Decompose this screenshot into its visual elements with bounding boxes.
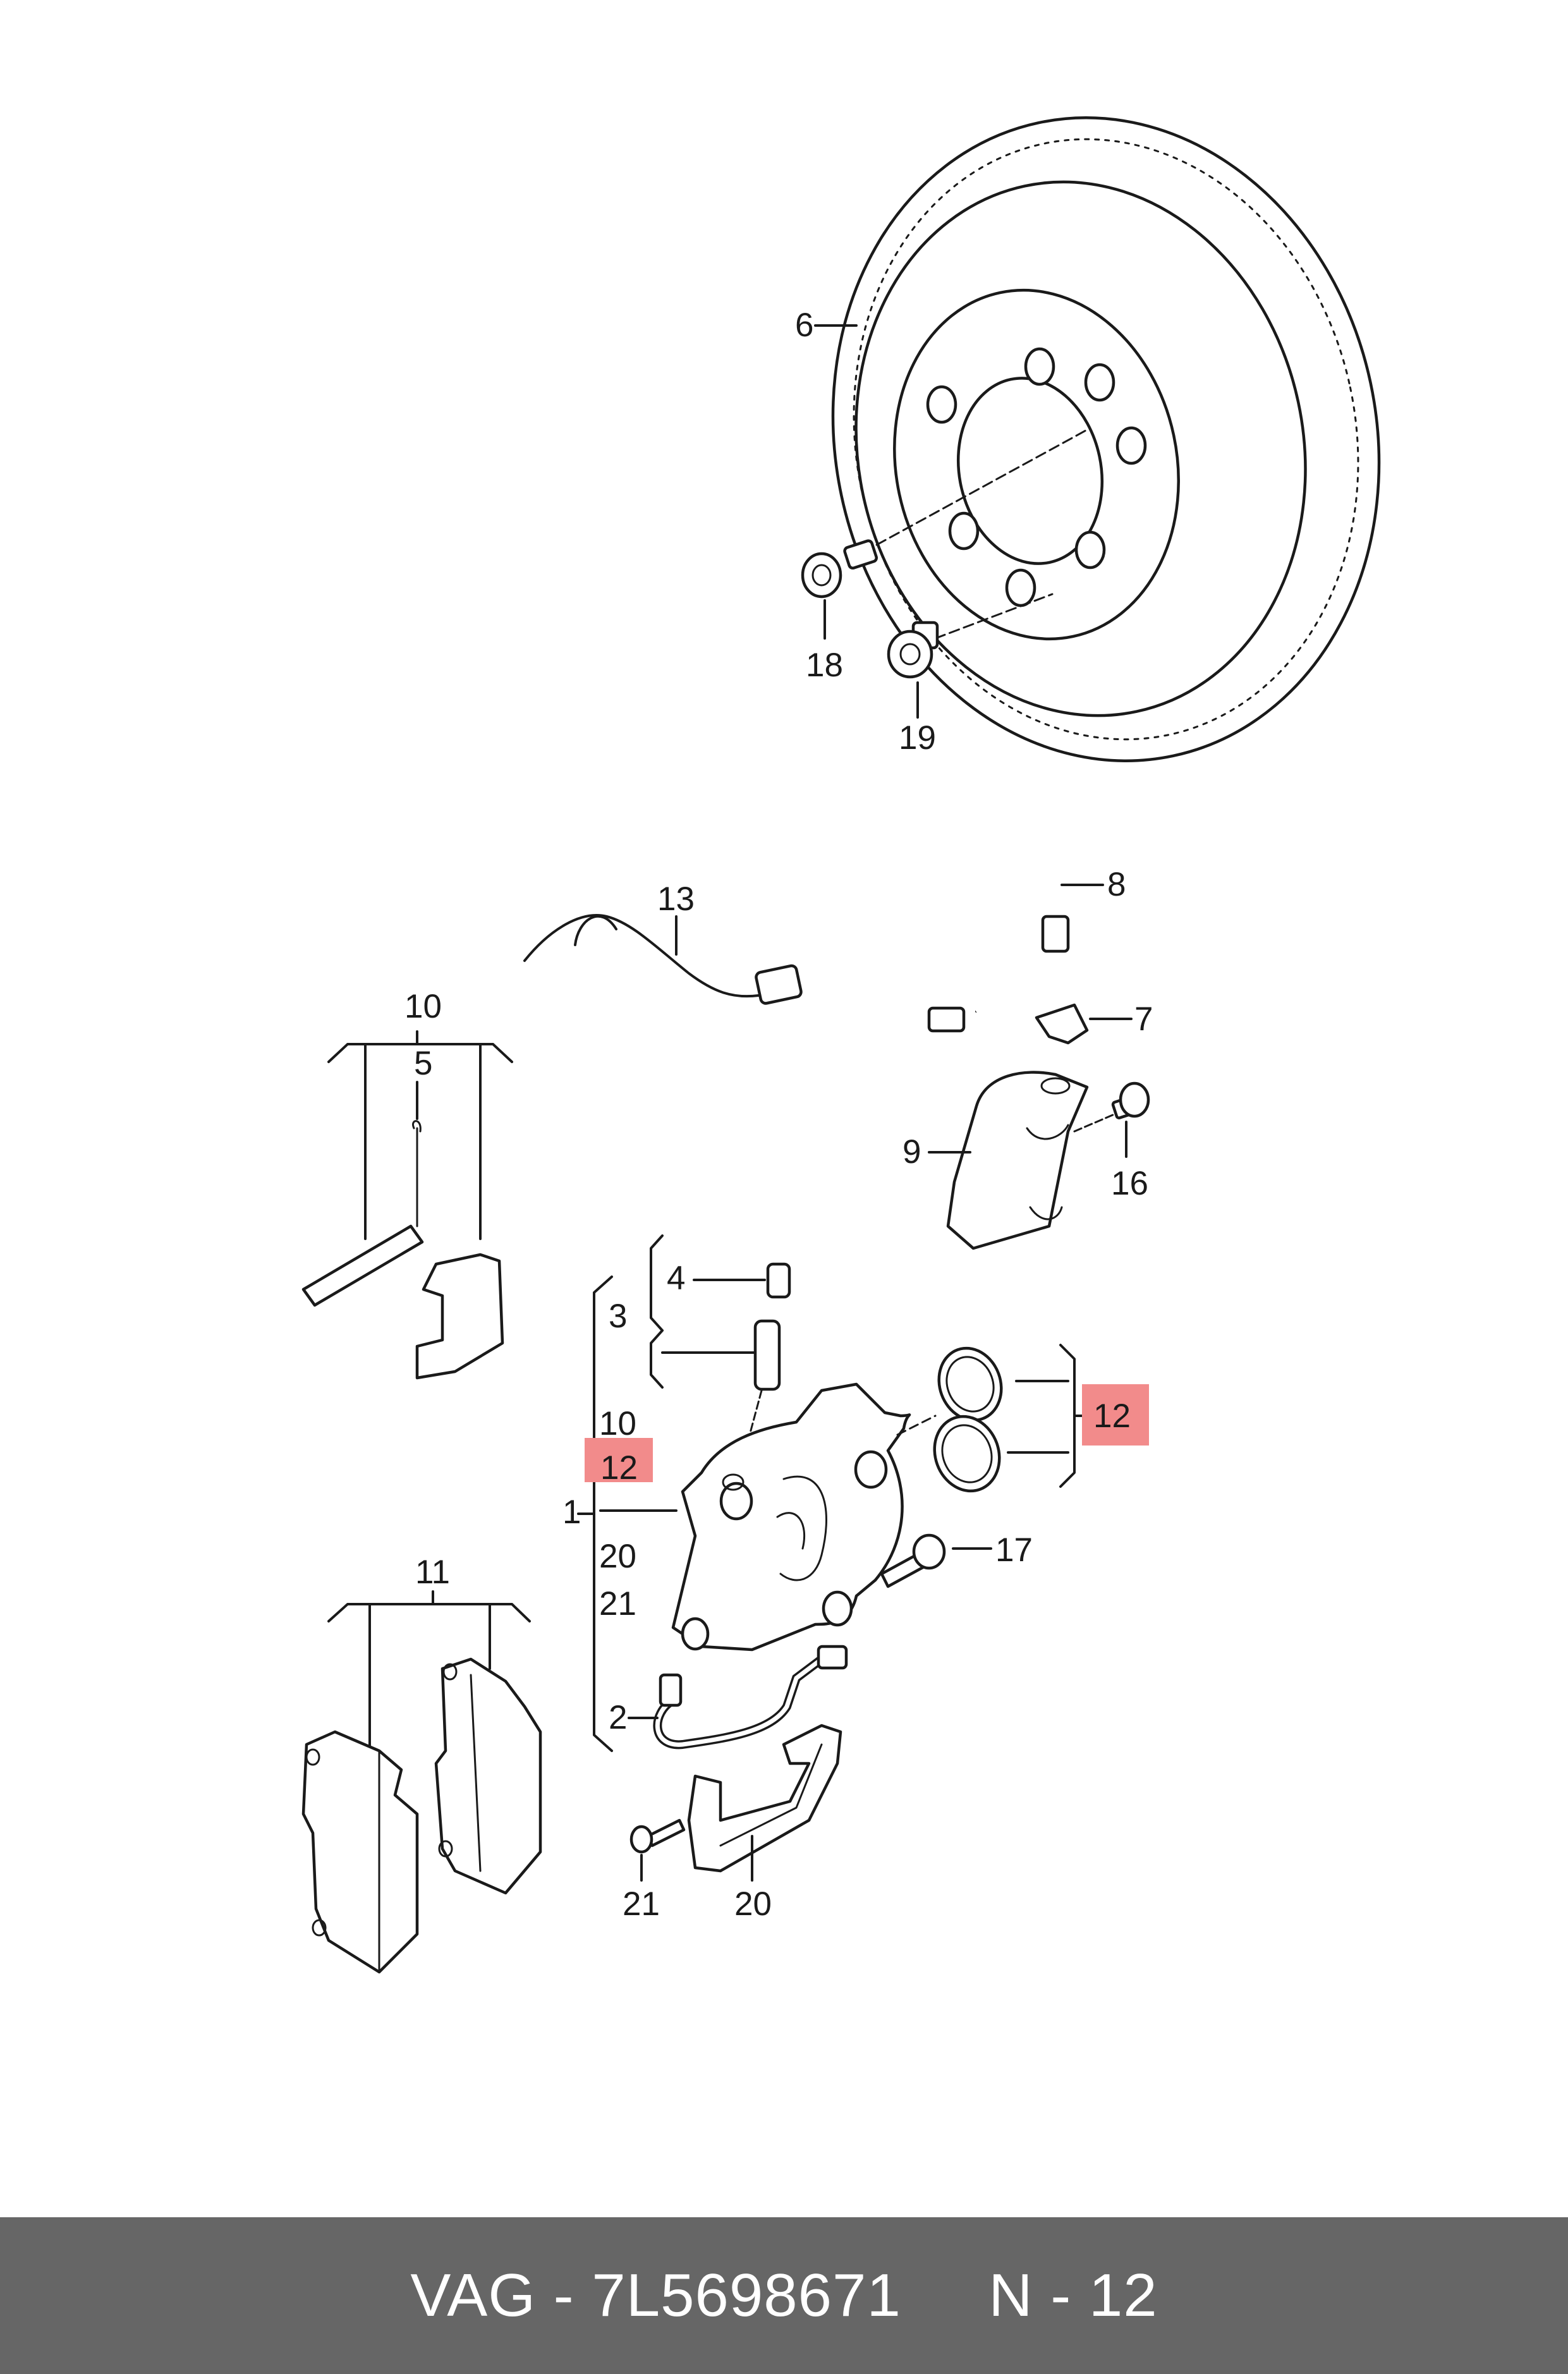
label-21a: 21 [599,1585,636,1622]
label-21b: 21 [623,1885,660,1923]
label-11: 11 [415,1554,450,1591]
part-5-pin [301,1120,424,1307]
brake-pad-left [301,1730,419,1974]
part-8-brake-line [927,818,1070,1033]
label-12a: 12 [600,1449,638,1487]
part-4-bleeder [738,1262,791,1474]
label-8: 8 [1107,866,1126,903]
highlight-12-right [1082,1384,1149,1446]
part-16-bolt [1073,1081,1150,1133]
part-19-plug [887,593,1054,679]
label-9: 9 [903,1133,921,1171]
label-18: 18 [806,647,843,684]
brake-disc [831,116,1381,762]
part-18-bolt [801,429,1088,599]
brake-caliper [671,1382,911,1652]
brake-exploded-diagram: 6 18 19 13 8 7 [301,116,1381,1974]
part-12-seals [896,1346,1003,1493]
label-10b: 10 [599,1405,636,1442]
brake-pad-right [434,1657,542,1895]
footer-ref: N - 12 [988,2261,1158,2329]
part-spring-clip [415,1253,504,1380]
label-19: 19 [899,719,936,757]
label-5: 5 [414,1045,432,1082]
footer-brand: VAG [410,2261,536,2329]
label-6: 6 [795,307,813,344]
footer-gap [901,2261,988,2330]
label-7: 7 [1134,1001,1153,1038]
footer-separator: - [536,2261,592,2329]
label-1: 1 [562,1494,581,1531]
label-10a: 10 [404,988,442,1025]
part-9-bracket [946,1071,1089,1250]
part-13-wear-sensor [523,914,803,1005]
highlight-12-left [585,1438,653,1482]
part-17-bolt [880,1533,946,1588]
label-12b: 12 [1093,1397,1131,1435]
part-21-screw [629,1818,686,1854]
label-4: 4 [667,1260,685,1297]
label-20a: 20 [599,1538,636,1575]
footer-bar: VAG - 7L5698671 N - 12 [0,2217,1568,2374]
part-7-clip [1035,1003,1089,1045]
label-3: 3 [609,1298,627,1335]
label-16: 16 [1111,1165,1148,1202]
label-13: 13 [657,880,695,918]
part-20-shield [687,1724,842,1873]
label-2: 2 [609,1699,627,1736]
label-20b: 20 [734,1885,772,1923]
part-2-brake-pipe [653,1645,848,1750]
footer-part-number: 7L5698671 [592,2261,901,2329]
label-17: 17 [995,1531,1033,1569]
